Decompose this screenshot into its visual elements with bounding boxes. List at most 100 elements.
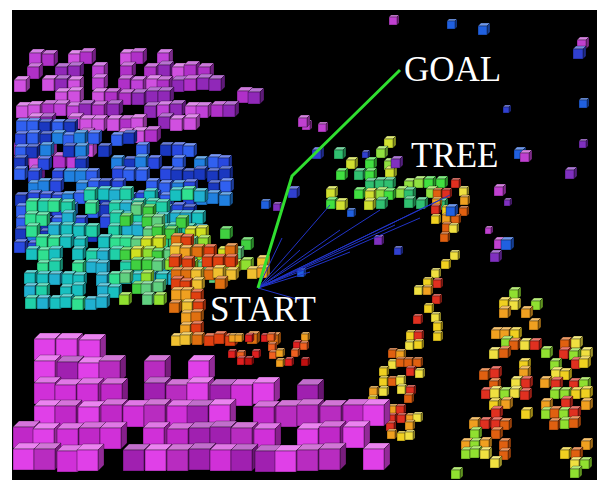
voxel-face xyxy=(120,273,131,284)
voxel-face xyxy=(276,350,283,357)
voxel-cube xyxy=(440,232,450,242)
voxel-side xyxy=(164,292,167,305)
voxel-cube xyxy=(40,142,54,156)
voxel-side xyxy=(60,258,63,272)
voxel-face xyxy=(132,225,143,236)
voxel-face xyxy=(132,93,144,105)
voxel-face xyxy=(107,119,119,131)
voxel-face xyxy=(41,144,53,156)
voxel-side xyxy=(257,331,260,344)
voxel-face xyxy=(388,378,396,386)
voxel-face xyxy=(387,431,395,439)
voxel-face xyxy=(215,279,225,289)
voxel-face xyxy=(285,359,292,366)
voxel-side xyxy=(393,177,396,189)
voxel-side xyxy=(235,254,238,267)
voxel-cube xyxy=(136,142,150,156)
voxel-cube xyxy=(28,101,44,117)
voxel-face xyxy=(98,237,109,248)
voxel-face xyxy=(120,250,130,260)
voxel-cube xyxy=(387,429,397,439)
voxel-side xyxy=(202,277,205,290)
voxel-cube xyxy=(72,296,86,310)
voxel-cube xyxy=(194,166,208,180)
voxel-cube xyxy=(459,186,469,196)
voxel-face xyxy=(86,262,97,273)
voxel-face xyxy=(48,201,59,212)
voxel-cube xyxy=(213,254,226,267)
voxel-cube xyxy=(172,155,186,169)
voxel-side xyxy=(61,178,64,192)
voxel-cube xyxy=(336,168,348,180)
voxel-face xyxy=(379,368,387,376)
voxel-face xyxy=(413,316,421,324)
voxel-face xyxy=(24,273,35,284)
voxel-cube xyxy=(135,154,149,168)
voxel-face xyxy=(433,280,441,288)
voxel-cube xyxy=(364,198,376,210)
voxel-cube xyxy=(268,342,277,351)
voxel-cube xyxy=(24,270,38,284)
voxel-side xyxy=(85,130,88,144)
voxel-cube xyxy=(423,277,433,287)
voxel-side xyxy=(49,156,52,170)
voxel-cube xyxy=(145,126,161,142)
voxel-face xyxy=(152,261,162,271)
voxel-face xyxy=(192,247,202,257)
voxel-cube xyxy=(396,375,406,385)
voxel-side xyxy=(109,143,112,157)
voxel-cube xyxy=(413,357,423,367)
voxel-face xyxy=(14,80,26,92)
voxel-face xyxy=(397,415,405,423)
voxel-cube xyxy=(433,331,443,341)
voxel-cube xyxy=(219,166,233,180)
voxel-face xyxy=(107,104,119,116)
voxel-face xyxy=(202,257,212,267)
voxel-face xyxy=(171,290,181,300)
voxel-face xyxy=(74,133,85,144)
voxel-cube xyxy=(451,178,461,188)
voxel-cube xyxy=(132,89,148,105)
voxel-face xyxy=(404,199,413,208)
voxel-side xyxy=(345,198,348,210)
voxel-face xyxy=(424,305,432,313)
voxel-side xyxy=(26,76,30,92)
voxel-cube xyxy=(209,75,225,91)
voxel-cube xyxy=(376,197,388,209)
voxel-side xyxy=(130,213,133,226)
voxel-cube xyxy=(14,155,28,169)
black-ground xyxy=(12,10,597,480)
voxel-cube xyxy=(141,281,154,294)
voxel-face xyxy=(291,350,298,357)
voxel-cube xyxy=(120,270,133,283)
voxel-cube xyxy=(152,248,165,261)
voxel-cube xyxy=(48,198,62,212)
voxel-face xyxy=(415,370,423,378)
voxel-face xyxy=(379,378,387,386)
voxel-side xyxy=(393,136,396,148)
voxel-face xyxy=(26,226,37,237)
voxel-face xyxy=(27,133,38,144)
voxel-cube xyxy=(404,196,416,208)
voxel-face xyxy=(96,297,107,308)
voxel-cube xyxy=(301,332,310,341)
voxel-cube xyxy=(156,199,170,213)
voxel-side xyxy=(236,267,239,280)
voxel-cube xyxy=(346,157,358,169)
voxel-cube xyxy=(191,309,204,322)
voxel-face xyxy=(397,386,405,394)
voxel-face xyxy=(142,260,152,270)
voxel-side xyxy=(159,155,162,169)
voxel-cube xyxy=(376,146,388,158)
voxel-cube xyxy=(27,130,41,144)
voxel-side xyxy=(96,200,99,214)
voxel-face xyxy=(85,299,96,310)
voxel-face xyxy=(404,395,412,403)
voxel-side xyxy=(221,75,225,91)
voxel-face xyxy=(211,105,223,117)
voxel-face xyxy=(220,181,231,192)
voxel-cube xyxy=(194,188,208,202)
voxel-side xyxy=(119,100,123,116)
voxel-face xyxy=(156,202,167,213)
